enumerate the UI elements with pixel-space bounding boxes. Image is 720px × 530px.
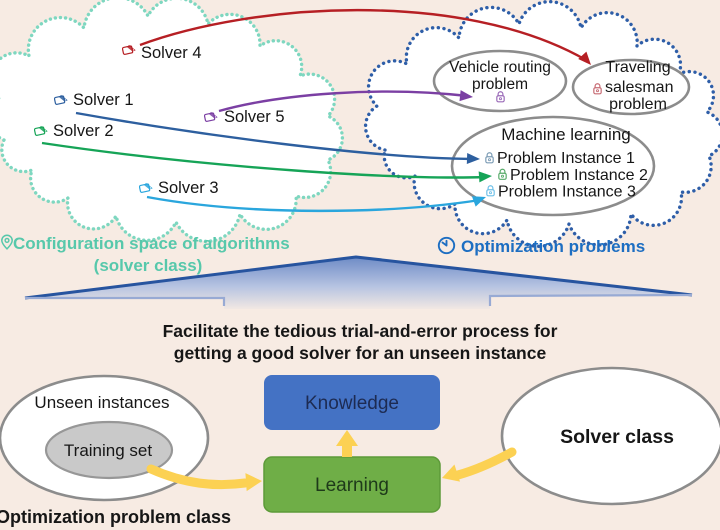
solver-class-ellipse: Solver class xyxy=(500,366,720,506)
unseen-instances-label: Unseen instances xyxy=(34,393,169,412)
knowledge-box: Knowledge xyxy=(264,375,440,430)
vehicle-routing-line2: problem xyxy=(472,76,528,93)
tsp-line1: Traveling xyxy=(605,59,670,76)
training-set-ellipse xyxy=(44,420,174,480)
banner-line2: getting a good solver for an unseen inst… xyxy=(174,343,547,363)
solver-5: Solver 5 xyxy=(204,108,285,126)
instance3-label: Problem Instance 3 xyxy=(498,184,636,201)
banner-triangle xyxy=(24,255,693,309)
tsp-line3: problem xyxy=(609,96,667,113)
problem-instance-2: Problem Instance 2 xyxy=(498,167,648,184)
problem-cloud-caption: Optimization problems xyxy=(437,236,645,256)
instance2-label: Problem Instance 2 xyxy=(510,167,648,184)
clock-icon xyxy=(437,236,456,255)
problem-cloud-caption-text: Optimization problems xyxy=(461,237,645,256)
instance1-label: Problem Instance 1 xyxy=(497,150,635,167)
arrow-solver5-to-vrp xyxy=(218,90,473,113)
arrow-solver4-to-tsp xyxy=(139,8,591,65)
banner-line1: Facilitate the tedious trial-and-error p… xyxy=(163,321,558,341)
tsp-line2: salesman xyxy=(605,79,673,96)
solver-cloud-outline xyxy=(0,0,345,244)
solver-4: Solver 4 xyxy=(122,44,202,62)
solver-cloud-caption-line1: Configuration space of algorithms xyxy=(13,234,290,253)
solver3-label: Solver 3 xyxy=(158,179,219,197)
solver4-label: Solver 4 xyxy=(141,44,202,62)
arrow-solver2-to-instance2 xyxy=(41,141,492,183)
optimization-class-caption: Optimization problem class xyxy=(0,507,231,527)
arrow-solver3-to-instance3 xyxy=(146,195,486,213)
solver-class-label: Solver class xyxy=(560,426,674,448)
solver-cloud-caption: Configuration space of algorithms (solve… xyxy=(1,234,290,275)
arrow-solver1-to-instance1 xyxy=(75,111,480,165)
solver1-label: Solver 1 xyxy=(73,91,134,109)
problem-instance-1: Problem Instance 1 xyxy=(485,150,635,167)
knowledge-label: Knowledge xyxy=(305,393,399,414)
machine-learning-ellipse: Machine learning Problem Instance 1 Prob… xyxy=(450,115,656,217)
learning-label: Learning xyxy=(315,475,389,496)
vehicle-routing-line1: Vehicle routing xyxy=(449,59,551,76)
banner-text: Facilitate the tedious trial-and-error p… xyxy=(163,321,558,363)
solver-1: Solver 1 xyxy=(54,91,134,109)
solver5-label: Solver 5 xyxy=(224,108,285,126)
traveling-salesman-ellipse: Traveling salesman problem xyxy=(571,58,691,116)
training-set-label: Training set xyxy=(64,441,152,460)
arrow-solverclass-to-learning xyxy=(442,447,517,482)
solver2-label: Solver 2 xyxy=(53,122,114,140)
problem-instance-3: Problem Instance 3 xyxy=(486,184,636,201)
machine-learning-title: Machine learning xyxy=(501,125,630,144)
arrow-learning-to-knowledge xyxy=(336,430,358,457)
learning-box: Learning xyxy=(263,456,441,513)
location-pin-icon xyxy=(1,234,13,250)
solver-2: Solver 2 xyxy=(34,122,114,140)
solver-cloud xyxy=(0,0,345,244)
solver-cloud-caption-line2: (solver class) xyxy=(94,256,203,275)
solver-3: Solver 3 xyxy=(139,179,219,197)
vehicle-routing-ellipse: Vehicle routing problem xyxy=(432,49,568,113)
arrow-training-to-learning xyxy=(146,464,262,492)
